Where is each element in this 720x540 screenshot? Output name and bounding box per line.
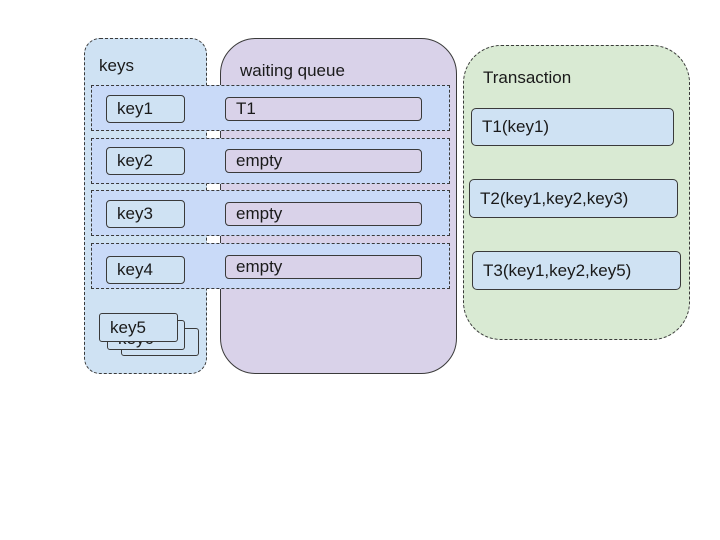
key-box-2: key2 xyxy=(106,147,185,175)
transaction-item-2: T2(key1,key2,key3) xyxy=(469,179,678,218)
queue-slot-2: empty xyxy=(225,149,422,173)
queue-slot-3: empty xyxy=(225,202,422,226)
queue-slot-4: empty xyxy=(225,255,422,279)
key-box-3: key3 xyxy=(106,200,185,228)
key-box-1: key1 xyxy=(106,95,185,123)
transaction-item-1: T1(key1) xyxy=(471,108,674,146)
transaction-item-3: T3(key1,key2,key5) xyxy=(472,251,681,290)
keys-panel-title: keys xyxy=(99,56,134,75)
stacked-key-card-front: key5 xyxy=(99,313,178,342)
key-box-4: key4 xyxy=(106,256,185,284)
transaction-panel-title: Transaction xyxy=(483,68,572,87)
waiting-queue-title: waiting queue xyxy=(240,61,345,80)
queue-slot-1: T1 xyxy=(225,97,422,121)
